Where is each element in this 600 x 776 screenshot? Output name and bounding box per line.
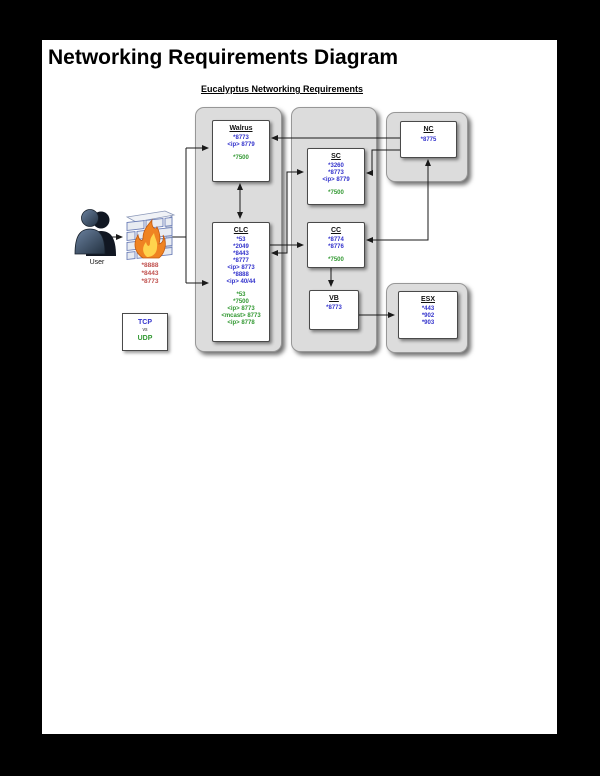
port-line: *7500 (328, 257, 344, 263)
port-line: *8773 (326, 305, 342, 311)
port-line: *53 (236, 237, 246, 243)
node-nc: NC *8775 (400, 121, 457, 158)
port-line: *8773 (233, 135, 249, 141)
port-line: *8443 (141, 270, 159, 277)
node-title: ESX (420, 296, 435, 303)
connector-cc-nc (366, 159, 431, 243)
port-line: *7500 (233, 155, 249, 161)
firewall-icon (125, 210, 176, 260)
port-line: *7500 (233, 299, 249, 305)
firewall-client-ports: *8888 *8443 *8773 (122, 262, 178, 286)
port-line: *8776 (328, 244, 344, 250)
port-line: <ip> 8773 (227, 306, 255, 312)
node-vb: VB *8773 (309, 290, 359, 330)
port-line: *2049 (233, 244, 249, 250)
user-label: User (89, 259, 105, 266)
port-line: *8774 (328, 237, 344, 243)
port-line: *443 (421, 306, 435, 312)
node-title: SC (331, 153, 341, 160)
port-line: *8773 (328, 170, 344, 176)
node-title: VB (329, 295, 339, 302)
port-line: <ip> 8779 (227, 142, 255, 148)
port-line: *8773 (141, 278, 159, 285)
connector-clc-sc (271, 169, 304, 256)
node-walrus: Walrus *8773 <ip> 8779 *7500 (212, 120, 270, 182)
legend-box: TCP vs UDP (122, 313, 168, 351)
port-line: <ip> 8778 (227, 320, 255, 326)
port-line: <mcast> 8773 (221, 313, 261, 319)
port-line: *8775 (420, 137, 437, 143)
document-page: Networking Requirements Diagram Eucalypt… (42, 40, 557, 734)
user-icon (74, 209, 116, 256)
node-title: CC (330, 227, 342, 234)
port-line: *8443 (233, 251, 249, 257)
legend-tcp-label: TCP (138, 319, 152, 326)
port-line: <ip> 40/44 (226, 279, 256, 285)
legend-vs-label: vs (142, 327, 148, 333)
port-line: <ip> 8779 (322, 177, 350, 183)
connector-layer (110, 135, 431, 318)
port-line: *8888 (141, 262, 159, 269)
node-cc: CC *8774 *8776 *7500 (307, 222, 365, 268)
page-title: Networking Requirements Diagram (48, 46, 399, 69)
node-esx: ESX *443 *902 *903 (398, 291, 458, 339)
diagram-subtitle: Eucalyptus Networking Requirements (200, 84, 364, 94)
port-line: *902 (421, 313, 435, 319)
port-line: *8888 (233, 272, 249, 278)
node-title: CLC (233, 227, 249, 234)
connector-nc-sc (366, 149, 400, 176)
node-clc: CLC *53 *2049 *8443 *8777 <ip> 8773 *888… (212, 222, 270, 342)
node-title: NC (423, 126, 434, 133)
port-line: <ip> 8773 (227, 265, 255, 271)
connector-firewall-branch (170, 145, 209, 286)
legend-udp-label: UDP (137, 335, 153, 342)
port-line: *53 (236, 292, 246, 298)
node-sc: SC *3260 *8773 <ip> 8779 *7500 (307, 148, 365, 205)
node-title: Walrus (229, 125, 253, 132)
port-line: *3260 (328, 163, 344, 169)
port-line: *7500 (328, 190, 344, 196)
port-line: *903 (421, 320, 435, 326)
port-line: *8777 (233, 258, 249, 264)
